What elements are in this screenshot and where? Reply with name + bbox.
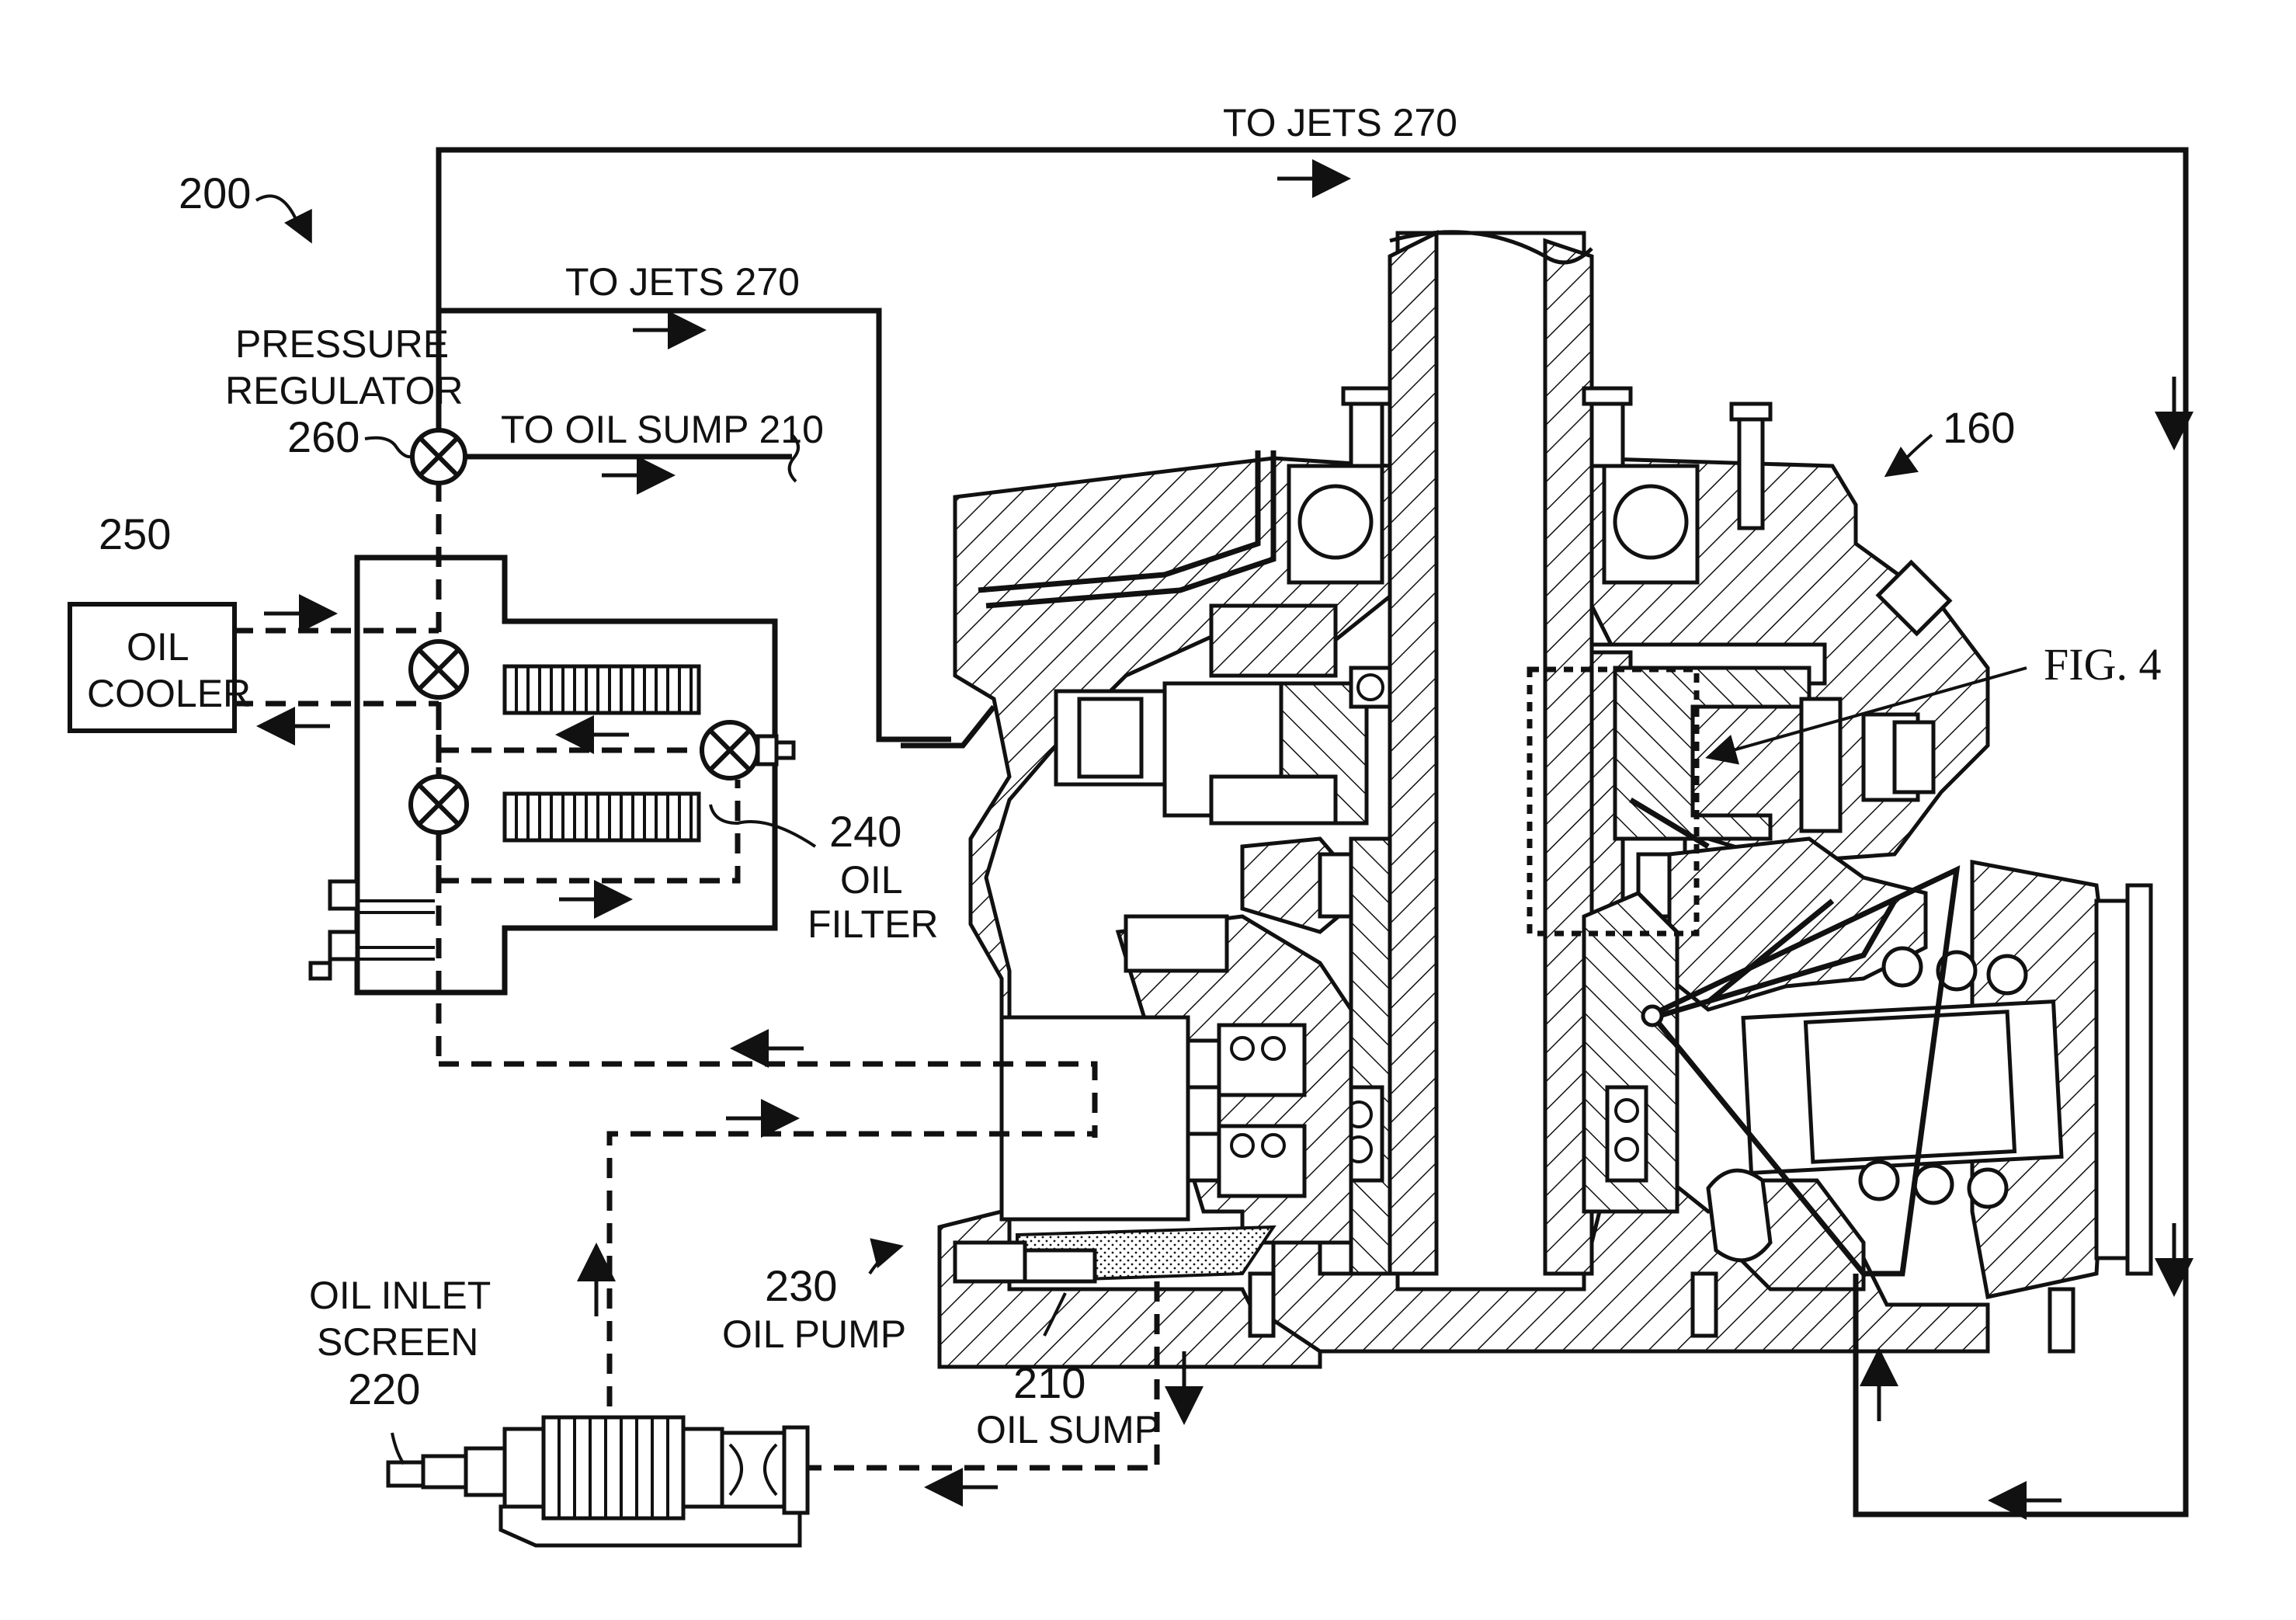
- pressure-regulator-valve-icon: [412, 430, 465, 483]
- label-oil-cooler-number: 250: [99, 509, 171, 558]
- label-gearbox-number: 160: [1943, 403, 2015, 452]
- filter-element-lower: [505, 794, 699, 840]
- gearbox-assembly: [901, 232, 2151, 1367]
- label-to-jets-top: TO JETS 270: [1223, 101, 1457, 144]
- label-to-oil-sump: TO OIL SUMP 210: [501, 408, 824, 451]
- label-oil-pump: OIL PUMP: [722, 1312, 906, 1356]
- label-regulator: REGULATOR: [225, 369, 464, 412]
- valve-icon: [411, 777, 467, 833]
- filter-element-upper: [505, 666, 699, 713]
- label-oil-filter-line1: OIL: [840, 858, 903, 902]
- label-regulator-number: 260: [287, 412, 360, 461]
- pump-housing: [1002, 916, 1351, 1243]
- label-oil-sump: OIL SUMP: [976, 1408, 1160, 1451]
- shaft-left-wall: [1390, 233, 1436, 1274]
- filter-manifold: [357, 558, 775, 993]
- label-oil-inlet: OIL INLET: [309, 1274, 491, 1317]
- label-oil-filter-line2: FILTER: [808, 902, 939, 946]
- label-oil-inlet-number: 220: [348, 1364, 420, 1413]
- label-oil-cooler-line2: COOLER: [87, 672, 251, 715]
- label-oil-sump-number: 210: [1013, 1358, 1085, 1407]
- valve-icon: [702, 722, 758, 778]
- label-oil-pump-number: 230: [765, 1261, 837, 1310]
- label-to-jets-mid: TO JETS 270: [565, 260, 800, 304]
- label-oil-filter-number: 240: [829, 807, 901, 856]
- valve-icon: [411, 641, 467, 697]
- label-system-number: 200: [179, 169, 251, 217]
- label-oil-inlet-screen: SCREEN: [317, 1320, 478, 1364]
- label-oil-cooler-line1: OIL: [127, 625, 189, 669]
- label-fig-reference: FIG. 4: [2044, 639, 2161, 690]
- sump-fitting: [955, 1243, 1025, 1281]
- label-pressure: PRESSURE: [235, 322, 449, 366]
- filter-block: [311, 558, 794, 993]
- line-pump-return: [439, 1064, 1095, 1138]
- oil-inlet-screen: [388, 1417, 808, 1545]
